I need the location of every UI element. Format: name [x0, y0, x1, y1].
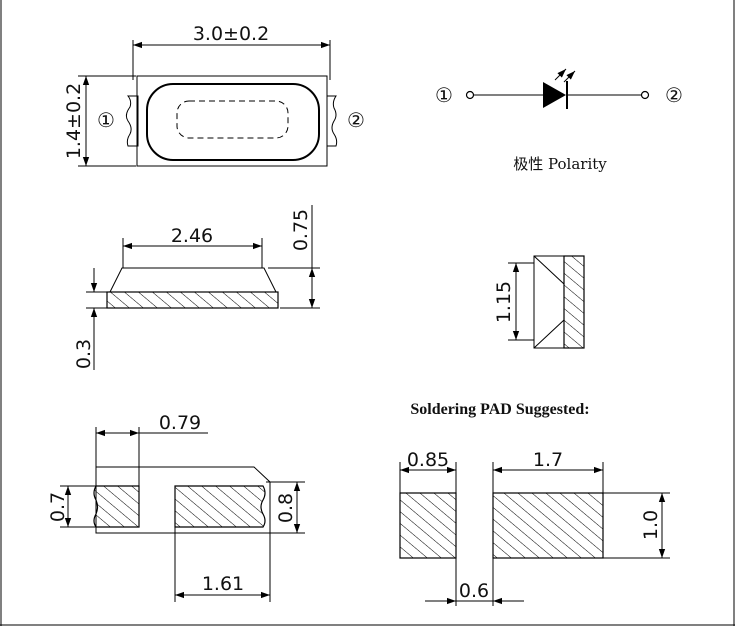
small-pad-width-label: 0.85 [407, 449, 449, 471]
lens-profile [109, 267, 277, 293]
end-view-edge [533, 255, 565, 285]
side-view: 2.46 0.75 0.3 [73, 205, 320, 370]
anode-terminal [465, 90, 475, 100]
lens-outline [146, 83, 320, 161]
solder-pad-heading: Soldering PAD Suggested: [410, 401, 589, 418]
end-view-base [563, 255, 585, 349]
large-solder-pad [492, 492, 604, 559]
cathode-terminal [640, 90, 650, 100]
chip-cavity-outline [176, 100, 289, 139]
left-pad [93, 485, 140, 528]
top-view: 3.0±0.2 1.4±0.2 ① ② [63, 23, 365, 167]
end-view: 1.15 [493, 255, 585, 349]
right-terminal [326, 95, 338, 147]
base-substrate [106, 291, 279, 309]
pad-width-label: 0.79 [159, 412, 201, 434]
end-view-edge [533, 319, 565, 349]
right-pad-height-label: 0.8 [275, 493, 297, 523]
left-pad-height-label: 0.7 [47, 492, 69, 522]
soldering-pad-view: Soldering PAD Suggested: 0.85 1.7 1.0 0.… [399, 401, 670, 606]
pin1-label: ① [97, 108, 115, 132]
symbol-pin1-label: ① [435, 83, 453, 107]
diode-triangle [543, 82, 566, 108]
large-pad-width-label: 1.7 [533, 449, 563, 471]
pin2-label: ② [347, 108, 365, 132]
top-width-label: 2.46 [171, 225, 213, 247]
diode-symbol: ① ② 极性 Polarity [435, 68, 683, 173]
polarity-label: 极性 Polarity [513, 155, 607, 173]
left-terminal [125, 95, 139, 147]
end-height-label: 1.15 [493, 281, 515, 323]
pad-span-label: 1.61 [202, 573, 244, 595]
package-outline [136, 75, 328, 167]
bottom-view: 0.79 0.7 0.8 1.61 [47, 412, 305, 602]
total-height-label: 0.75 [290, 209, 312, 251]
height-dim-label: 1.4±0.2 [63, 83, 85, 159]
pad-height-label: 1.0 [640, 510, 662, 540]
symbol-pin2-label: ② [665, 83, 683, 107]
right-pad [174, 485, 266, 528]
emission-arrow [563, 70, 576, 83]
emission-arrow [554, 68, 567, 81]
base-height-label: 0.3 [73, 339, 95, 369]
width-dim-label: 3.0±0.2 [193, 23, 269, 45]
small-solder-pad [399, 492, 457, 559]
gap-label: 0.6 [459, 580, 489, 602]
